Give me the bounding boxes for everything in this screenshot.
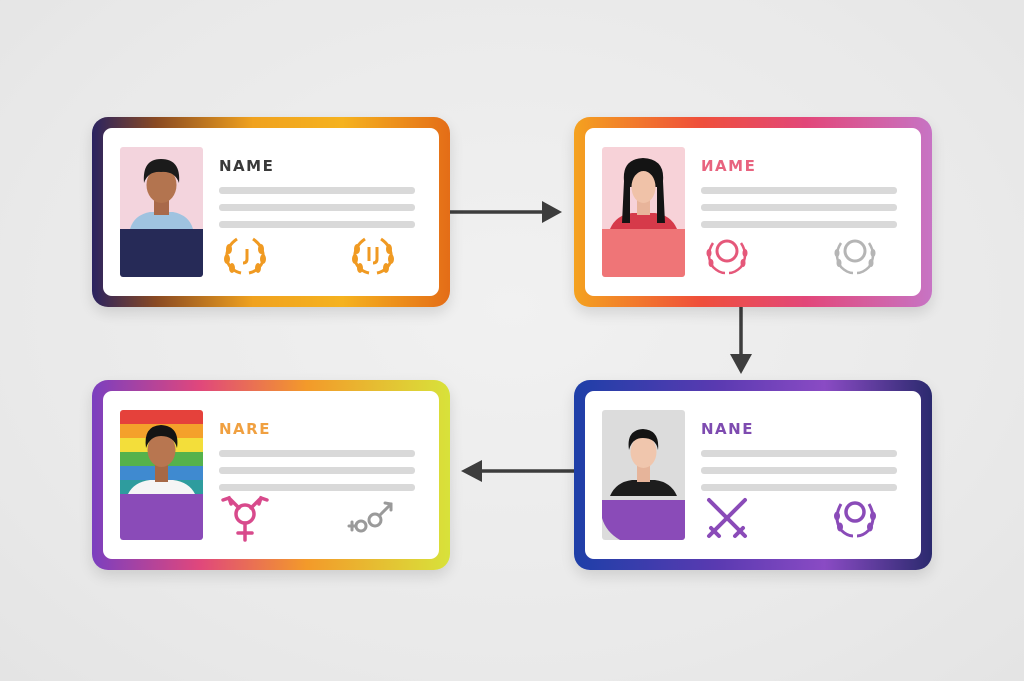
crossed-swords-icon [707,498,747,538]
text-line [701,450,897,457]
text-line [219,450,415,457]
profile-card-4: NARE [92,380,450,570]
profile-card-3: NAΝE [574,380,932,570]
gender-symbol-icon [347,501,393,533]
arrow-right [450,201,562,223]
gender-symbol-icon [221,495,269,542]
arrow-down [730,306,752,374]
laurel-wreath-icon [224,237,266,275]
text-line [219,204,415,211]
name-label: NAΝE [701,420,754,438]
avatar [602,410,685,540]
laurel-wreath-icon [834,239,876,275]
text-line [219,187,415,194]
avatar [120,410,203,540]
laurel-wreath-icon [706,239,748,275]
text-line [701,467,897,474]
laurel-wreath-icon [834,501,876,538]
avatar [120,147,203,277]
profile-card-1: NAME [92,117,450,307]
text-line [219,484,415,491]
name-label: ИAME [701,157,757,175]
avatar [602,147,685,277]
text-line [219,221,415,228]
name-label: NARE [219,420,271,438]
text-line [701,187,897,194]
name-label: NAME [219,157,275,175]
text-line [219,467,415,474]
text-line [701,221,897,228]
text-line [701,204,897,211]
arrow-left [461,460,576,482]
text-line [701,484,897,491]
laurel-wreath-icon [352,237,394,275]
profile-card-2: ИAME [574,117,932,307]
